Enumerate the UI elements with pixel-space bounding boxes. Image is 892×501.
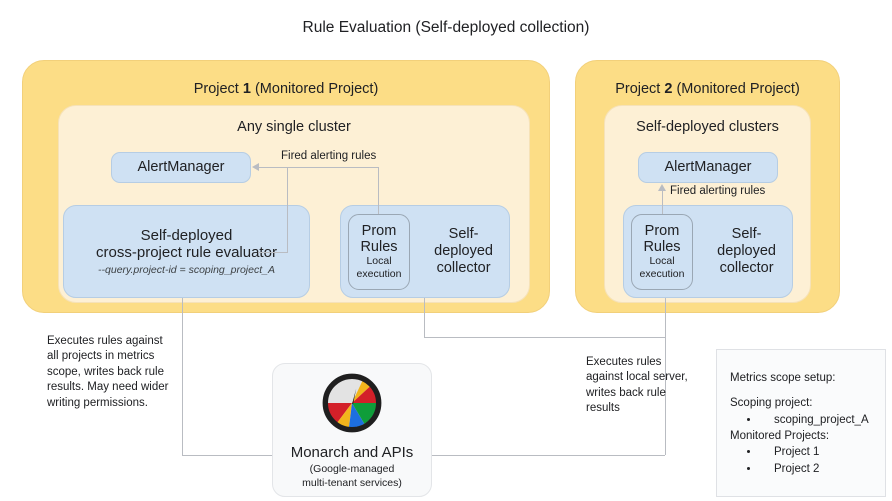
collector-line-2: deployed [717, 242, 776, 259]
p1-fired-alerting-rules-label: Fired alerting rules [281, 150, 377, 162]
legend-monitored-list: Project 1 Project 2 [730, 444, 885, 477]
project-2-title: Project 2 (Monitored Project) [615, 81, 800, 97]
monarch-logo [322, 373, 382, 438]
p1-alert-arrowhead [252, 163, 259, 171]
collector-line-3: collector [436, 260, 491, 277]
p1-evaluator-alert-hline [258, 252, 288, 253]
right-annotation: Executes rules against local server, wri… [586, 356, 688, 415]
monarch-subtitle: (Google-managed multi-tenant services) [302, 463, 402, 489]
evaluator-line-1: Self-deployed [140, 226, 233, 244]
prom-rules-line-1: Prom [644, 223, 680, 240]
p1-collector-to-monarch-vline [424, 298, 425, 337]
evaluator-line-2: cross-project rule evaluator [96, 244, 277, 262]
prom-rules-line-2: Rules [643, 239, 681, 256]
metrics-scope-legend: Metrics scope setup: Scoping project: sc… [716, 349, 886, 497]
page-title: Rule Evaluation (Self-deployed collectio… [302, 19, 590, 36]
legend-scoping-list: scoping_project_A [730, 412, 885, 428]
monarch-title: Monarch and APIs [290, 444, 414, 461]
monarch-card[interactable]: Monarch and APIs (Google-managed multi-t… [272, 363, 432, 497]
project-1-title: Project 1 (Monitored Project) [193, 81, 379, 97]
project-1-cluster-title: Any single cluster [237, 119, 351, 135]
list-item: Project 1 [760, 444, 885, 460]
project-1-alertmanager-box[interactable]: AlertManager [111, 152, 251, 183]
project-2-prom-rules-box[interactable]: Prom Rules Local execution [631, 214, 693, 290]
project-1-prom-rules-box[interactable]: Prom Rules Local execution [348, 214, 410, 290]
p1-evaluator-alert-vline [287, 167, 288, 252]
prom-rules-sub-1: Local [649, 255, 675, 268]
p1-alert-bus-hline [258, 167, 379, 168]
prom-rules-sub-1: Local [366, 255, 392, 268]
collector-line-3: collector [719, 260, 774, 277]
p2-fired-alerting-rules-label: Fired alerting rules [670, 185, 766, 197]
project-1-rule-evaluator-box[interactable]: Self-deployed cross-project rule evaluat… [63, 205, 310, 298]
p2-alert-arrowhead [658, 184, 666, 191]
collector-line-2: deployed [434, 242, 493, 259]
list-item: scoping_project_A [760, 412, 885, 428]
p1-promrules-alert-vline [378, 167, 379, 214]
project-2-alertmanager-label: AlertManager [664, 158, 752, 175]
list-item: Project 2 [760, 461, 885, 477]
legend-heading: Metrics scope setup: [730, 372, 836, 384]
legend-scoping-label: Scoping project: [730, 397, 813, 410]
collector-line-1: Self- [448, 225, 479, 242]
evaluator-query-flag: --query.project-id = scoping_project_A [98, 264, 275, 276]
evaluator-to-monarch-vline [182, 298, 183, 455]
collector-line-1: Self- [731, 225, 762, 242]
prom-rules-line-2: Rules [360, 239, 398, 256]
left-annotation: Executes rules against all projects in m… [47, 335, 169, 409]
p2-collector-to-monarch-vline [665, 298, 666, 455]
project-1-alertmanager-label: AlertManager [137, 158, 225, 175]
project-2-alertmanager-box[interactable]: AlertManager [638, 152, 778, 183]
project-2-cluster-title: Self-deployed clusters [636, 119, 779, 135]
legend-monitored-label: Monitored Projects: [730, 429, 830, 442]
p2-alert-vline [662, 190, 663, 214]
prom-rules-line-1: Prom [361, 223, 397, 240]
p1-collector-bus-hline [424, 337, 665, 338]
prom-rules-sub-2: execution [356, 268, 402, 281]
prom-rules-sub-2: execution [639, 268, 685, 281]
